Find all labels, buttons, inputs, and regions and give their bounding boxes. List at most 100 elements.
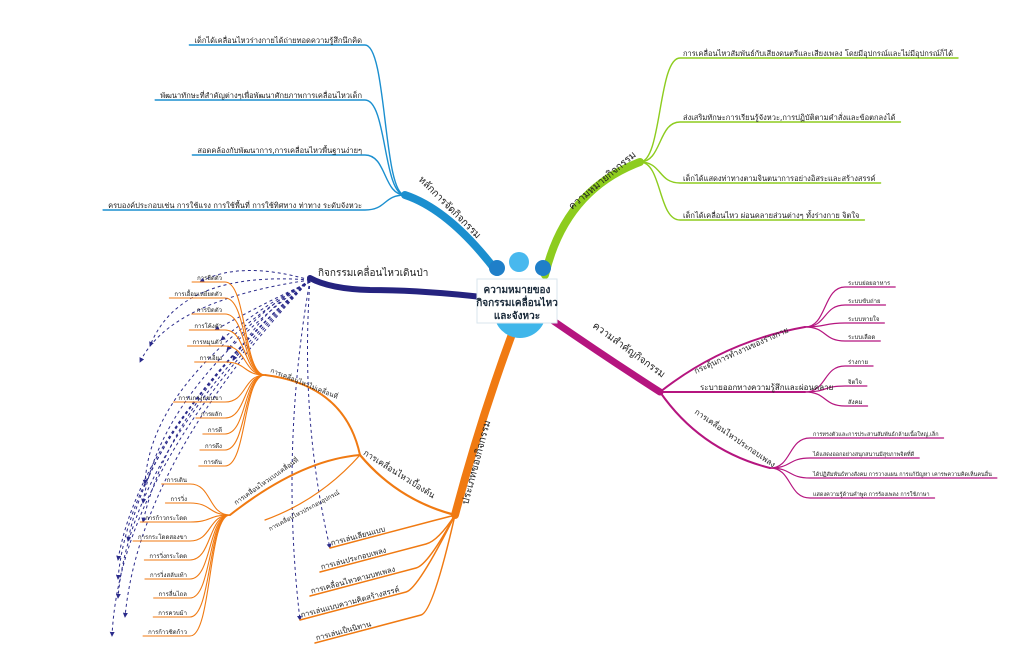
importance-sub-item[interactable]: ระบบหายใจ: [848, 315, 879, 323]
nonlocomotor-line: [264, 374, 361, 456]
nonlocomotor-item[interactable]: การหมุนตัว: [192, 339, 222, 346]
dashed-arrow-link: [139, 279, 311, 363]
nonlocomotor-item-line: [198, 374, 266, 467]
nonlocomotor-item[interactable]: การดึง: [205, 443, 222, 450]
importance-group[interactable]: ระบายออกทางความรู้สึกและผ่อนคลาย: [700, 383, 833, 393]
meaning-item[interactable]: การเคลื่อนไหวสัมพันธ์กับเสียงดนตรีและเสี…: [683, 48, 953, 58]
center-box: [476, 278, 558, 324]
nonlocomotor-item[interactable]: การแกว่งแขนขา: [178, 395, 222, 402]
nonlocomotor-label[interactable]: การเคลื่อนไหวไม่เคลื่อนที่: [269, 366, 339, 401]
dashed-arrow-link: [115, 279, 311, 580]
meaning-item[interactable]: เด็กได้เคลื่อนไหว ผ่อนคลายส่วนต่างๆ ทั้ง…: [683, 210, 859, 220]
importance-sub-item[interactable]: ได้ปฏิสัมพันธ์ทางสังคม การวางแผน การแก้ป…: [812, 470, 992, 478]
nonlocomotor-item-line: [202, 374, 266, 435]
nonlocomotor-item[interactable]: การดัน: [204, 459, 222, 466]
locomotor-item[interactable]: การลื่นไถล: [159, 590, 188, 598]
importance-group[interactable]: การเคลื่อนไหวประกอบเพลง: [693, 406, 778, 470]
branch-labels: หลักการจัดกิจกรรมเด็กได้เคลื่อนไหวร่างกา…: [108, 35, 992, 642]
types-other-item-line: [314, 514, 456, 644]
importance-group-line: [659, 326, 806, 393]
meaning-item[interactable]: ส่งเสริมทักษะการเรียนรู้จังหวะ,การปฏิบัต…: [683, 112, 896, 122]
importance-sub-item[interactable]: จิตใจ: [848, 378, 862, 386]
locomotor-item[interactable]: การก้าวชิดก้าว: [148, 629, 187, 636]
importance-sub-item-line: [769, 457, 920, 469]
types-other-item[interactable]: การเล่นประกอบเพลง: [320, 545, 388, 571]
locomotor-item[interactable]: การกระโดดสองขา: [138, 533, 187, 541]
importance-sub-item[interactable]: การทรงตัวและการประสานสัมพันธ์กล้ามเนื้อใ…: [813, 430, 939, 438]
locomotor-item[interactable]: การวิ่งสลับเท้า: [150, 571, 187, 579]
locomotor-item-line: [144, 514, 231, 580]
principles-item[interactable]: เด็กได้เคลื่อนไหวร่างกายได้ถ่ายทอดความรู…: [194, 35, 362, 45]
importance-sub-item[interactable]: ได้แสดงออกอย่างสนุกสนานมีสุขภาพจิตที่ดี: [812, 450, 915, 458]
locomotor-item-line: [132, 514, 231, 542]
types-main-branch: [451, 322, 519, 519]
locomotor-label[interactable]: การเคลื่อนไหวแบบเคลื่อนที่: [232, 455, 300, 506]
locomotor-item[interactable]: การเดิน: [167, 477, 187, 484]
nonlocomotor-item[interactable]: การยืดตัว: [197, 274, 222, 282]
nonlocomotor-item-line: [188, 329, 266, 376]
person-head-icon: [535, 260, 551, 276]
nonlocomotor-item[interactable]: การเอื้อมเหยียดตัว: [174, 288, 222, 298]
dotted-link: [220, 281, 311, 341]
forest-main-branch: [307, 275, 485, 300]
importance-sub-item-line: [769, 467, 936, 499]
center-title-line3: และจังหวะ: [494, 310, 540, 322]
importance-sub-item-line: [804, 365, 874, 393]
locomotor-item[interactable]: การก้าวกระโดด: [145, 514, 187, 522]
importance-sub-item[interactable]: ระบบขับถ่าย: [848, 298, 881, 305]
locomotor-item-line: [161, 483, 231, 516]
meaning-item-line: [639, 161, 882, 184]
meaning-branch-label[interactable]: ความหมายกิจกรรม: [567, 150, 639, 213]
nonlocomotor-item-line: [191, 281, 266, 376]
dotted-link: [214, 281, 311, 331]
equipment-item[interactable]: การเคลื่อนไหวประกอบอุปกรณ์: [267, 488, 341, 532]
principles-main-branch: [401, 191, 501, 276]
branch-lines: [102, 44, 998, 644]
importance-sub-item[interactable]: สังคม: [848, 399, 863, 406]
dashed-arrow-link: [126, 279, 311, 542]
importance-sub-item-line: [804, 391, 869, 407]
principles-item-line: [102, 194, 406, 211]
nonlocomotor-item-line: [168, 297, 266, 376]
types-basic-line: [358, 453, 457, 517]
locomotor-item-line: [142, 514, 231, 637]
central-topic[interactable]: ความหมายของ กิจกรรมเคลื่อนไหว และจังหวะ: [476, 252, 558, 338]
importance-sub-item[interactable]: ระบบเลือด: [848, 333, 875, 341]
meaning-item[interactable]: เด็กได้แสดงท่าทางตามจินตนาการอย่างอิสระแ…: [683, 173, 876, 183]
dashed-arrow-link: [307, 279, 332, 549]
importance-group[interactable]: กระตุ้นการทำงานของร่างกาย: [693, 326, 790, 376]
principles-item[interactable]: พัฒนาทักษะที่สำคัญต่างๆเพื่อพัฒนาศักยภาพ…: [160, 90, 362, 100]
locomotor-item[interactable]: การวิ่ง: [170, 495, 187, 503]
principles-item-line: [188, 44, 406, 196]
dashed-arrow-link: [142, 279, 311, 485]
principles-item[interactable]: สอดคล้องกับพัฒนาการ,การเคลื่อนไหวพื้นฐาน…: [197, 145, 362, 155]
importance-group-line: [659, 391, 771, 469]
importance-sub-item-line: [804, 286, 896, 328]
nonlocomotor-item[interactable]: การบิดตัว: [197, 307, 222, 314]
types-other-item-line: [329, 514, 456, 549]
person-head-icon: [509, 252, 529, 272]
nonlocomotor-item[interactable]: การผลัก: [201, 411, 222, 418]
locomotor-item[interactable]: การควบม้า: [158, 610, 187, 617]
locomotor-item-line: [164, 502, 231, 516]
center-title-line2: กิจกรรมเคลื่อนไหว: [476, 295, 558, 309]
importance-sub-item[interactable]: ระบบย่อยอาหาร: [848, 280, 891, 287]
forest-branch-label[interactable]: กิจกรรมเคลื่อนไหวเดินป่า: [318, 265, 428, 279]
person-head-icon: [489, 260, 505, 276]
dashed-arrow-link: [199, 269, 311, 283]
importance-sub-item[interactable]: ร่างกาย: [848, 359, 868, 366]
meaning-item-line: [639, 121, 902, 163]
types-other-item-line: [299, 514, 456, 621]
importance-sub-item[interactable]: แสดงความรู้ด้านคำพูด การร้องเพลง การใช้ภ…: [813, 491, 930, 498]
meaning-main-branch: [541, 158, 644, 279]
nonlocomotor-item[interactable]: การตี: [208, 426, 222, 434]
center-title-line1: ความหมายของ: [484, 285, 551, 296]
nonlocomotor-item[interactable]: การเอียง: [200, 354, 222, 362]
types-basic[interactable]: การเคลื่อนไหวเบื้องต้น: [361, 447, 438, 501]
importance-sub-item-line: [804, 326, 881, 342]
locomotor-item[interactable]: การวิ่งกระโดด: [149, 552, 187, 560]
principles-item[interactable]: ครบองค์ประกอบเช่น การใช้แรง การใช้พื้นที…: [108, 200, 362, 210]
nonlocomotor-item[interactable]: การโค้งตัว: [194, 322, 222, 330]
